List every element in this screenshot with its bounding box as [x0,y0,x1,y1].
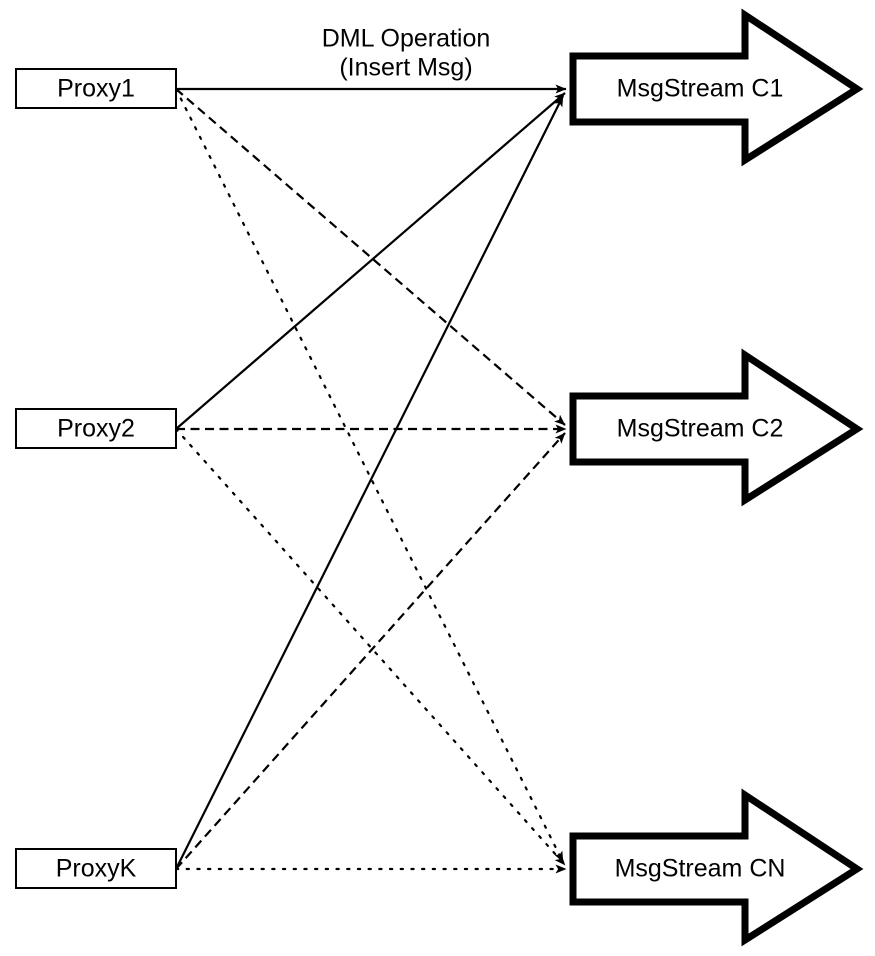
proxy1-label: Proxy1 [57,75,135,103]
edge-proxy2-to-c1 [175,92,566,430]
proxy-node-proxyk[interactable]: ProxyK [15,848,177,889]
msgstream-c2-label: MsgStream C2 [617,415,784,443]
msgstream-cn-arrow-shape [569,788,864,947]
proxy2-box [15,408,177,449]
msgstream-c1-arrow-shape [569,8,864,167]
proxyk-box [15,848,177,889]
annotation-line-2: (Insert Msg) [339,54,472,82]
proxy1-box [15,68,177,109]
msgstream-node-c1[interactable]: MsgStream C1 [569,8,864,167]
annotation-line-1: DML Operation [322,25,491,53]
edge-proxy1-to-c2 [175,88,566,426]
msgstream-group: MsgStream C1 MsgStream C2 MsgStream CN [569,8,864,947]
edge-proxy2-to-cn [174,427,567,867]
msgstream-node-c2[interactable]: MsgStream C2 [569,348,864,507]
proxy-group: Proxy1 Proxy2 ProxyK [15,68,177,889]
proxy-node-proxy2[interactable]: Proxy2 [15,408,177,449]
proxyk-label: ProxyK [56,855,137,883]
msgstream-cn-label: MsgStream CN [615,855,786,883]
msgstream-c1-label: MsgStream C1 [617,75,784,103]
edge-proxyk-to-c1 [175,95,564,870]
edge-group [174,84,568,874]
dml-operation-annotation: DML Operation (Insert Msg) [322,25,491,82]
proxy2-label: Proxy2 [57,415,135,443]
msgstream-node-cn[interactable]: MsgStream CN [569,788,864,947]
edge-proxy1-to-cn [174,87,565,864]
msgstream-c2-arrow-shape [569,348,864,507]
proxy-node-proxy1[interactable]: Proxy1 [15,68,177,109]
edge-proxyk-to-c2 [175,432,566,870]
